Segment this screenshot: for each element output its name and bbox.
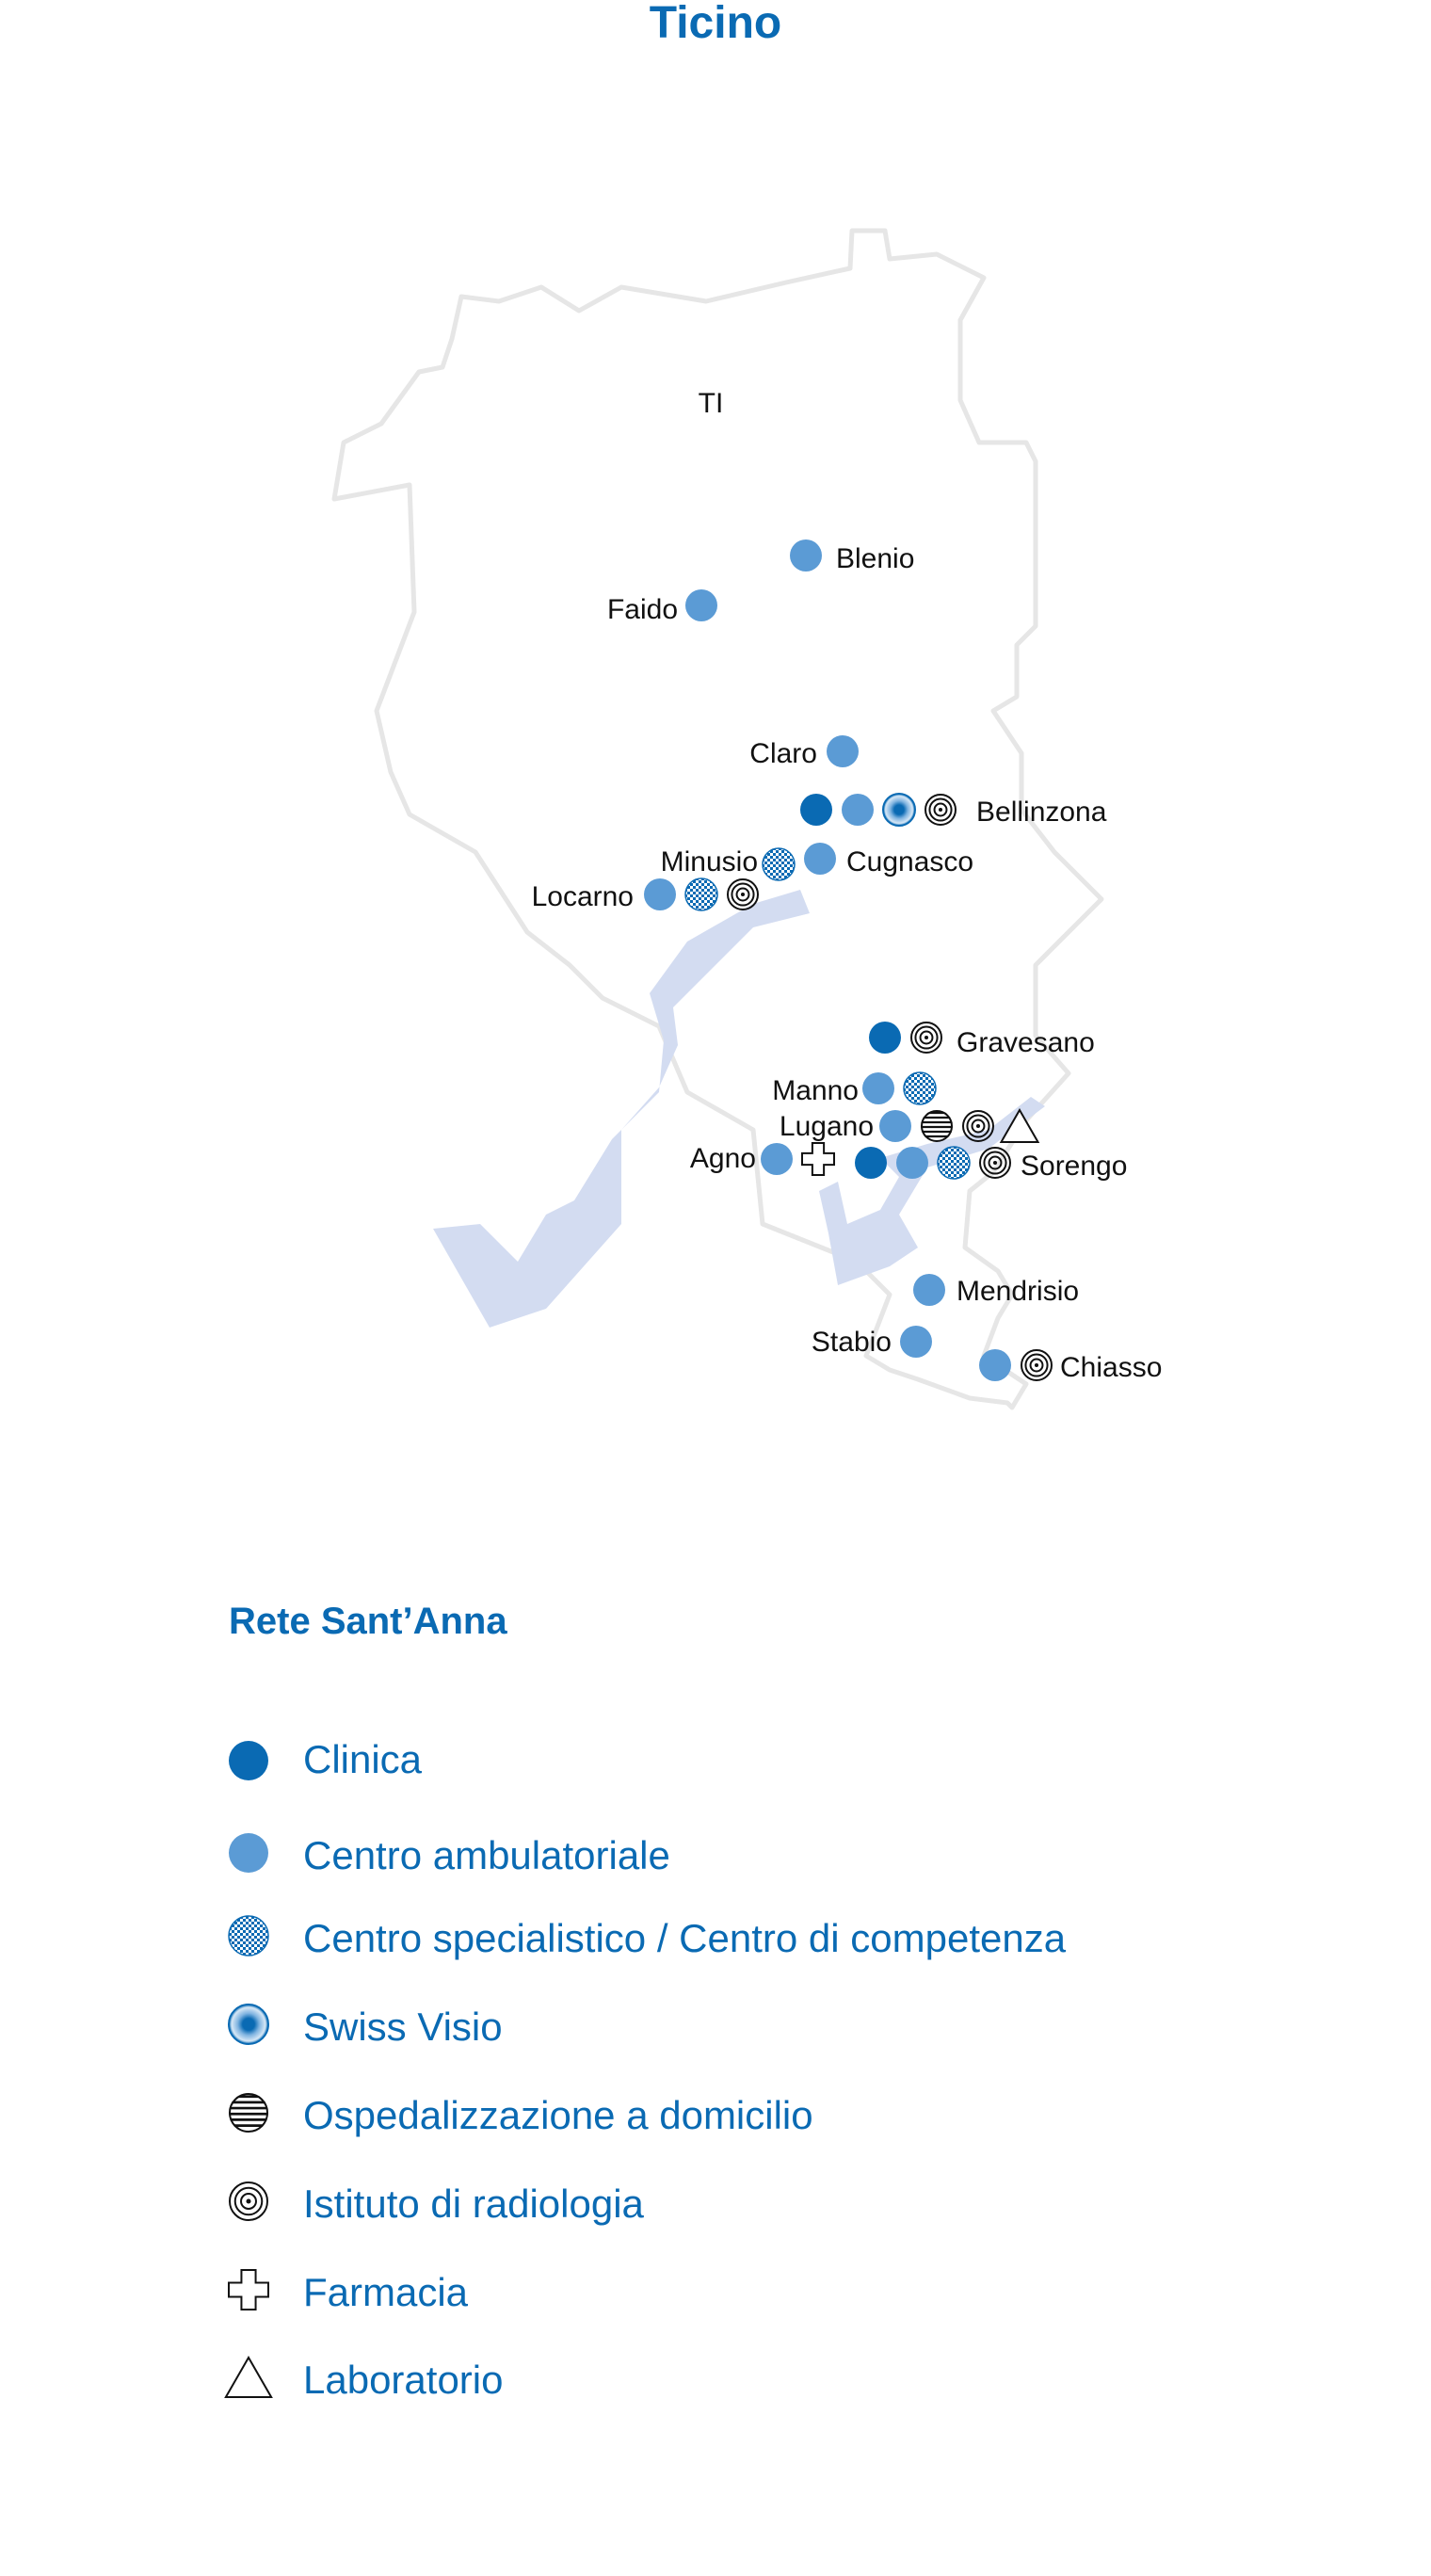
place-markers-sorengo: [855, 1146, 1011, 1180]
place-label-agno: Agno: [690, 1143, 756, 1174]
filled-light-circle-icon: [790, 539, 822, 572]
filled-light-circle-icon: [879, 1110, 911, 1142]
cross-icon: [801, 1142, 835, 1176]
place-label-minusio: Minusio: [661, 846, 758, 877]
place-markers-stabio: [900, 1326, 932, 1358]
place-label-chiasso: Chiasso: [1060, 1352, 1162, 1383]
place-label-cugnasco: Cugnasco: [846, 846, 973, 877]
filled-light-circle-icon: [913, 1274, 945, 1306]
radial-circle-icon: [228, 2004, 269, 2045]
legend-label-farmacia: Farmacia: [303, 2270, 469, 2314]
legend-label-centro-specialistico: Centro specialistico / Centro di compete…: [303, 1916, 1067, 1960]
place-markers-claro: [827, 735, 859, 767]
cross-icon: [228, 2269, 269, 2310]
filled-light-circle-icon: [842, 794, 874, 826]
legend-label-istituto-radiologia: Istituto di radiologia: [303, 2182, 645, 2226]
lake-maggiore: [433, 890, 810, 1328]
filled-light-circle-icon: [804, 843, 836, 875]
place-label-manno: Manno: [772, 1075, 859, 1106]
concentric-circles-icon: [979, 1147, 1011, 1179]
filled-light-circle-icon: [827, 735, 859, 767]
place-markers-locarno: [644, 877, 759, 911]
legend-label-ospedalizzazione: Ospedalizzazione a domicilio: [303, 2093, 813, 2137]
place-markers-agno: [761, 1142, 835, 1176]
filled-light-circle-icon: [644, 878, 676, 910]
place-label-gravesano: Gravesano: [957, 1027, 1095, 1058]
legend-label-swiss-visio: Swiss Visio: [303, 2004, 503, 2049]
filled-light-circle-icon: [761, 1143, 793, 1175]
concentric-circles-icon: [727, 878, 759, 910]
map-markers: [644, 539, 1053, 1381]
filled-dark-circle-icon: [229, 1741, 268, 1780]
place-label-locarno: Locarno: [532, 881, 634, 912]
place-label-blenio: Blenio: [836, 543, 914, 574]
striped-circle-icon: [229, 2093, 268, 2133]
checkered-circle-icon: [228, 1915, 269, 1956]
filled-light-circle-icon: [862, 1072, 894, 1104]
checkered-circle-icon: [937, 1146, 971, 1180]
place-markers-manno: [862, 1071, 937, 1105]
lake-lugano: [819, 1097, 1045, 1285]
place-markers-mendrisio: [913, 1274, 945, 1306]
filled-dark-circle-icon: [869, 1022, 901, 1054]
place-label-sorengo: Sorengo: [1021, 1151, 1127, 1182]
checkered-circle-icon: [903, 1071, 937, 1105]
filled-light-circle-icon: [896, 1147, 928, 1179]
place-label-bellinzona: Bellinzona: [976, 797, 1107, 828]
place-markers-cugnasco: [804, 843, 836, 875]
triangle-icon: [999, 1107, 1040, 1143]
legend-icons: [224, 1741, 273, 2398]
filled-light-circle-icon: [685, 589, 717, 621]
concentric-circles-icon: [910, 1022, 942, 1054]
region-label: TI: [699, 388, 724, 419]
place-label-stabio: Stabio: [812, 1327, 892, 1358]
legend-label-laboratorio: Laboratorio: [303, 2358, 503, 2402]
concentric-circles-icon: [229, 2182, 268, 2221]
filled-light-circle-icon: [900, 1326, 932, 1358]
place-markers-faido: [685, 589, 717, 621]
place-markers-minusio: [762, 847, 796, 881]
striped-circle-icon: [921, 1110, 953, 1142]
concentric-circles-icon: [962, 1110, 994, 1142]
place-markers-blenio: [790, 539, 822, 572]
radial-circle-icon: [882, 793, 916, 827]
place-markers-lugano: [879, 1107, 1040, 1143]
checkered-circle-icon: [684, 877, 718, 911]
place-markers-chiasso: [979, 1349, 1053, 1381]
place-markers-bellinzona: [800, 793, 957, 827]
page-title: Ticino: [650, 0, 781, 48]
canton-border: [331, 228, 1104, 1410]
filled-dark-circle-icon: [855, 1147, 887, 1179]
place-label-faido: Faido: [607, 594, 678, 625]
legend-label-centro-ambulatoriale: Centro ambulatoriale: [303, 1833, 670, 1877]
concentric-circles-icon: [1021, 1349, 1053, 1381]
place-markers-gravesano: [869, 1022, 942, 1054]
filled-light-circle-icon: [229, 1833, 268, 1873]
place-label-claro: Claro: [749, 738, 817, 769]
filled-dark-circle-icon: [800, 794, 832, 826]
concentric-circles-icon: [925, 794, 957, 826]
legend-label-clinica: Clinica: [303, 1737, 423, 1781]
checkered-circle-icon: [762, 847, 796, 881]
place-label-mendrisio: Mendrisio: [957, 1276, 1079, 1307]
filled-light-circle-icon: [979, 1349, 1011, 1381]
triangle-icon: [224, 2355, 273, 2398]
place-label-lugano: Lugano: [780, 1111, 874, 1142]
legend-title: Rete Sant’Anna: [229, 1601, 507, 1642]
